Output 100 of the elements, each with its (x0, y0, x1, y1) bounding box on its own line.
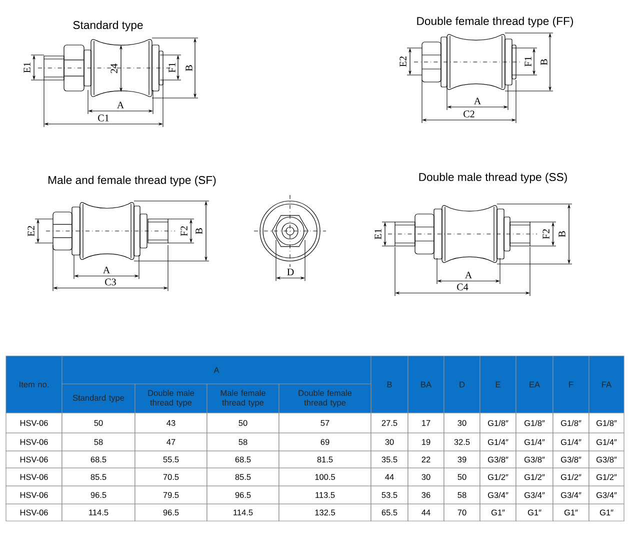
dimension-label: F1 (524, 56, 532, 66)
table-cell: 53.5 (370, 486, 408, 504)
table-cell: 70.5 (134, 468, 208, 486)
table-cell: 30 (370, 432, 408, 452)
table-cell: HSV-06 (6, 432, 62, 452)
header-cell: Item no. (6, 356, 62, 414)
table-cell: G1/4″ (588, 432, 624, 452)
header-cell: Double male thread type (134, 384, 208, 414)
table-cell: 114.5 (62, 504, 136, 522)
dimension-label: A (465, 272, 472, 278)
header-cell: F (552, 356, 590, 414)
header-cell: Double female thread type (278, 384, 372, 414)
table-cell: G1/8″ (552, 412, 590, 434)
dimension-label: E2 (28, 226, 34, 236)
dimension-label: A (117, 102, 124, 108)
table-cell: G3/8″ (480, 450, 516, 468)
table-cell: 50 (444, 468, 480, 486)
table-cell: 35.5 (370, 450, 408, 468)
table-cell: G3/4″ (588, 486, 624, 504)
table-cell: G3/8″ (516, 450, 554, 468)
table-cell: G1/2″ (552, 468, 590, 486)
table-cell: 50 (62, 412, 136, 434)
table-cell: G1/8″ (516, 412, 554, 434)
table-cell: 22 (408, 450, 444, 468)
table-cell: G1″ (588, 504, 624, 522)
table-cell: G1″ (516, 504, 554, 522)
table-cell: 96.5 (134, 504, 208, 522)
dimension-label: E1 (24, 62, 30, 73)
table-cell: 96.5 (206, 486, 280, 504)
view-title: Double male thread type (SS) (419, 172, 567, 184)
dimension-label: B (540, 59, 548, 66)
table-cell: HSV-06 (6, 412, 62, 434)
table-cell: 50 (206, 412, 280, 434)
table-cell: 47 (134, 432, 208, 452)
table-cell: HSV-06 (6, 450, 62, 468)
dimension-label: C4 (457, 284, 468, 290)
view-title: Double female thread type (FF) (417, 16, 574, 28)
dimension-label: A (103, 266, 110, 274)
table-cell: HSV-06 (6, 468, 62, 486)
table-cell: G1/4″ (552, 432, 590, 452)
table-cell: 17 (408, 412, 444, 434)
table-cell: 79.5 (134, 486, 208, 504)
header-cell: Standard type (62, 384, 136, 414)
table-cell: 30 (408, 468, 444, 486)
table-cell: 68.5 (62, 450, 136, 468)
table-cell: HSV-06 (6, 486, 62, 504)
table-cell: G1/2″ (480, 468, 516, 486)
table-cell: G3/8″ (588, 450, 624, 468)
dimension-label: A (474, 98, 482, 104)
table-cell: G3/8″ (552, 450, 590, 468)
view-title: Standard type (73, 20, 143, 32)
header-cell: E (480, 356, 516, 414)
table-cell: G1/8″ (480, 412, 516, 434)
table-cell: 114.5 (206, 504, 280, 522)
dimension-label: E1 (374, 229, 382, 240)
table-cell: 32.5 (444, 432, 480, 452)
header-cell: D (444, 356, 480, 414)
dimension-label: F1 (168, 62, 176, 72)
table-cell: 43 (134, 412, 208, 434)
dimension-label: 24 (110, 64, 118, 74)
table-cell: 85.5 (62, 468, 136, 486)
table-cell: G3/4″ (480, 486, 516, 504)
dimension-label: F2 (180, 226, 188, 236)
dimension-label: F2 (542, 229, 550, 239)
header-cell: BA (408, 356, 444, 414)
header-cell: B (370, 356, 408, 414)
table-cell: HSV-06 (6, 504, 62, 522)
table-cell: 96.5 (62, 486, 136, 504)
table-cell: G1/4″ (516, 432, 554, 452)
table-cell: 44 (370, 468, 408, 486)
table-cell: G3/4″ (516, 486, 554, 504)
table-cell: 30 (444, 412, 480, 434)
table-cell: G3/4″ (552, 486, 590, 504)
table-cell: 68.5 (206, 450, 280, 468)
dimension-label: B (558, 231, 566, 238)
dimension-label: C1 (98, 114, 109, 122)
header-cell: FA (588, 356, 624, 414)
table-cell: 44 (408, 504, 444, 522)
table-cell: 27.5 (370, 412, 408, 434)
dimension-label: C2 (464, 110, 474, 118)
view-title: Male and female thread type (SF) (48, 176, 216, 186)
table-cell: 65.5 (370, 504, 408, 522)
table-cell: G1″ (480, 504, 516, 522)
table-cell: 70 (444, 504, 480, 522)
table-cell: G1/4″ (480, 432, 516, 452)
header-cell: Male female thread type (206, 384, 280, 414)
table-cell: G1/2″ (516, 468, 554, 486)
dimension-label: B (196, 228, 202, 234)
table-cell: 58 (62, 432, 136, 452)
dimension-label: E2 (400, 56, 406, 67)
dimension-label: C3 (105, 278, 116, 286)
table-cell: 36 (408, 486, 444, 504)
table-cell: 85.5 (206, 468, 280, 486)
table-cell: 58 (206, 432, 280, 452)
table-cell: G1″ (552, 504, 590, 522)
dimension-label: D (287, 268, 294, 276)
header-cell: EA (516, 356, 554, 414)
table-cell: G1/2″ (588, 468, 624, 486)
table-cell: 39 (444, 450, 480, 468)
table-cell: G1/8″ (588, 412, 624, 434)
